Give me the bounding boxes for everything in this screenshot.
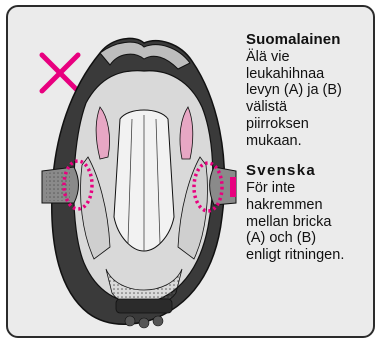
finnish-line: mukaan. [246,133,375,150]
cross-mark-icon [42,55,78,91]
helmet-illustration [8,7,248,338]
finnish-line: leukahihnaa [246,66,375,83]
swedish-title: Svenska [246,162,375,180]
finnish-line: välistä [246,99,375,116]
finnish-line: levyn (A) ja (B) [246,82,375,99]
swedish-line: mellan bricka [246,214,375,231]
instruction-text: Suomalainen Älä vie leukahihnaa levyn (A… [246,31,375,277]
swedish-line: (A) och (B) [246,230,375,247]
swedish-body: För inte hakremmen mellan bricka (A) och… [246,180,375,264]
swedish-line: hakremmen [246,197,375,214]
swedish-line: För inte [246,180,375,197]
finnish-line: Älä vie [246,49,375,66]
instruction-panel: Suomalainen Älä vie leukahihnaa levyn (A… [6,5,375,338]
finnish-title: Suomalainen [246,31,375,49]
finnish-body: Älä vie leukahihnaa levyn (A) ja (B) väl… [246,49,375,149]
swedish-line: enligt ritningen. [246,247,375,264]
finnish-line: piirroksen [246,116,375,133]
